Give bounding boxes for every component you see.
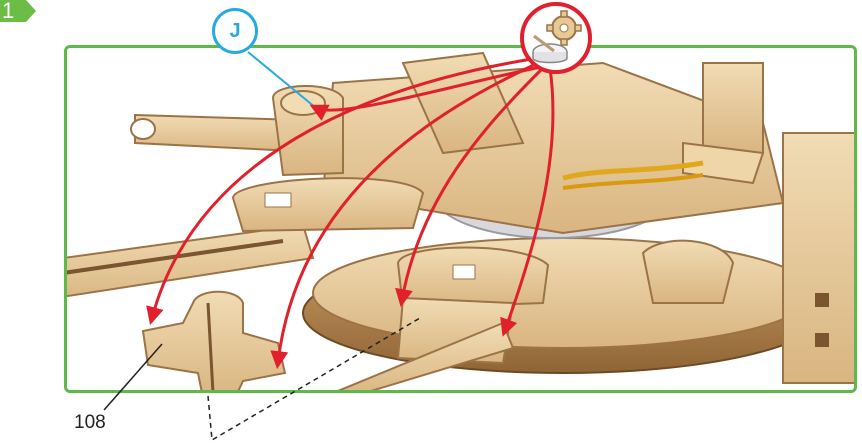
arrow-1 bbox=[152, 58, 538, 318]
arrow-3 bbox=[402, 66, 545, 300]
arrow-5 bbox=[316, 64, 556, 110]
arrow-4 bbox=[505, 68, 553, 330]
callout-j-leader bbox=[248, 52, 316, 108]
glue-and-gear-icon bbox=[520, 2, 592, 74]
callout-j: J bbox=[212, 8, 258, 54]
part-leader bbox=[104, 344, 162, 410]
part-number-label: 108 bbox=[74, 412, 106, 434]
gear-icon bbox=[524, 6, 588, 70]
dashed-guide bbox=[208, 318, 420, 440]
